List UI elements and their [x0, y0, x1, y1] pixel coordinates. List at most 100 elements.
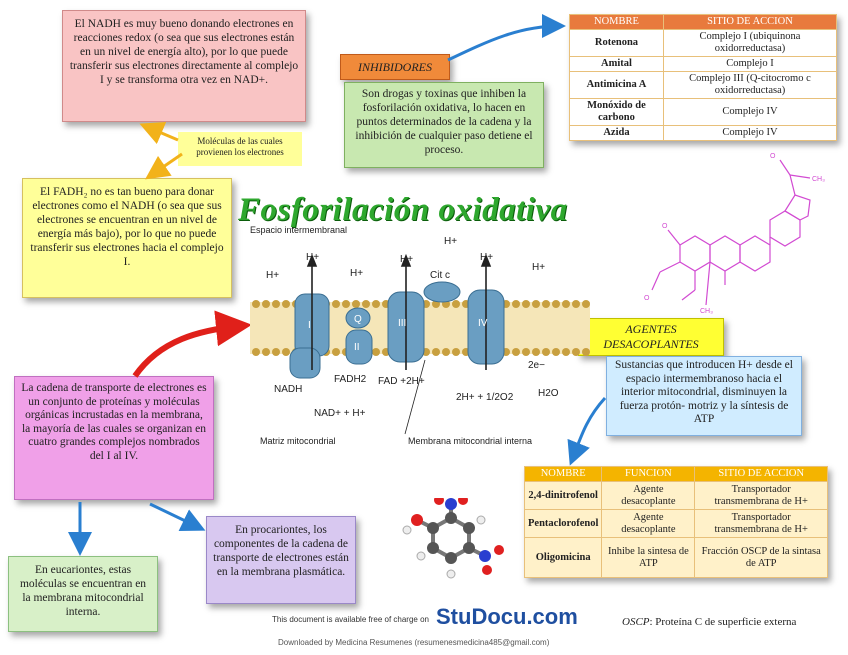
- svg-text:O: O: [770, 153, 776, 160]
- oscp-abbr: OSCP: [622, 616, 650, 628]
- uncoupler-site: Fracción OSCP de la sintasa de ATP: [694, 537, 828, 578]
- table-row: 2,4-dinitrofenol Agente desacoplante Tra…: [523, 481, 828, 510]
- uncoupler-function: Agente desacoplante: [601, 481, 696, 510]
- footer-downloaded-text: Downloaded by Medicina Resumenes (resume…: [278, 638, 550, 647]
- chain-info-text: La cadena de transporte de electrones es…: [21, 382, 207, 462]
- hplus-4: H+: [400, 254, 413, 265]
- membrane-label: Membrana mitocondrial interna: [408, 436, 532, 446]
- complex-ii-shape: [345, 329, 373, 365]
- footer-availability-text: This document is available free of charg…: [272, 615, 429, 624]
- inhibitor-name: Azida: [569, 125, 664, 141]
- svg-text:O: O: [644, 295, 650, 302]
- complex-iv-label: IV: [478, 318, 488, 329]
- complex-ii-label: II: [354, 342, 360, 353]
- inhibitors-header-site: SITIO DE ACCION: [662, 14, 838, 30]
- inhibitor-name: Amital: [569, 56, 664, 72]
- nad-label: NAD+ + H+: [314, 408, 366, 419]
- eukaryote-info-text: En eucariontes, estas moléculas se encue…: [19, 564, 147, 618]
- table-row: Antimicina A Complejo III (Q-citocromo c…: [569, 71, 838, 99]
- svg-text:CH₃: CH₃: [812, 176, 825, 183]
- nadh-label: NADH: [274, 384, 302, 395]
- matrix-label: Matriz mitocondrial: [260, 436, 336, 446]
- chain-info-box: La cadena de transporte de electrones es…: [14, 376, 214, 500]
- inhibitor-site: Complejo III (Q-citocromo c oxidorreduct…: [662, 71, 838, 99]
- dinitrophenol-molecule-illustration: [402, 498, 504, 579]
- svg-text:O: O: [662, 223, 668, 230]
- hplus-3: H+: [350, 268, 363, 279]
- uncouplers-header-function: FUNCION: [601, 466, 696, 482]
- cytochrome-c-shape: [423, 281, 461, 303]
- prokaryote-info-text: En procariontes, los componentes de la c…: [213, 524, 349, 578]
- footer-downloaded: Downloaded by Medicina Resumenes (resume…: [278, 638, 549, 647]
- inhibitors-desc-text: Son drogas y toxinas que inhiben la fosf…: [355, 88, 533, 156]
- inhibitor-name: Monóxido de carbono: [569, 98, 664, 126]
- hplus-7: H+: [532, 262, 545, 273]
- uncouplers-desc-box: Sustancias que introducen H+ desde el es…: [606, 356, 802, 436]
- footer-availability: This document is available free of charg…: [272, 615, 429, 624]
- uncouplers-desc-text: Sustancias que introducen H+ desde el es…: [615, 359, 793, 425]
- arrow-chain-to-diagram: [132, 310, 252, 378]
- uncouplers-header-name: NOMBRE: [523, 466, 603, 482]
- fad-label: FAD +2H+: [378, 376, 425, 387]
- inhibitors-table: NOMBRE SITIO DE ACCION Rotenona Complejo…: [569, 14, 838, 141]
- inhibitor-site: Complejo I: [662, 56, 838, 72]
- q-label: Q: [354, 314, 362, 325]
- complex-i-arm: [289, 347, 321, 379]
- magenta-molecule-illustration: O CH₃ O CH₃ O: [644, 153, 825, 315]
- ubiquinone-shape: [345, 307, 371, 329]
- uncouplers-table: NOMBRE FUNCION SITIO DE ACCION 2,4-dinit…: [523, 466, 828, 578]
- o2-label: 2H+ + 1/2O2: [456, 392, 514, 403]
- uncoupler-site: Transportador transmembrana de H+: [694, 481, 828, 510]
- oscp-note: OSCP: Proteína C de superficie externa: [622, 616, 796, 628]
- inhibitor-site: Complejo IV: [662, 98, 838, 126]
- studocu-logo[interactable]: StuDocu.com: [436, 604, 578, 630]
- hplus-6: H+: [480, 252, 493, 263]
- page-title: Fosforilación oxidativa: [238, 192, 568, 228]
- studocu-logo-text: StuDocu.com: [436, 604, 578, 629]
- inhibitors-desc-box: Son drogas y toxinas que inhiben la fosf…: [344, 82, 544, 168]
- h2o-label: H2O: [538, 388, 559, 399]
- fadh2-info-text: El FADH₂ no es tan bueno para donar elec…: [30, 186, 224, 268]
- fadh2-info-box: El FADH₂ no es tan bueno para donar elec…: [22, 178, 232, 298]
- uncouplers-label: AGENTES DESACOPLANTES: [578, 318, 724, 356]
- inhibitors-label: INHIBIDORES: [340, 54, 450, 80]
- uncoupler-name: Pentaclorofenol: [523, 509, 603, 538]
- table-row: Amital Complejo I: [569, 56, 838, 72]
- prokaryote-info-box: En procariontes, los componentes de la c…: [206, 516, 356, 604]
- inhibitor-site: Complejo I (ubiquinona oxidorreductasa): [662, 29, 838, 57]
- svg-text:CH₃: CH₃: [700, 308, 713, 315]
- table-row: Azida Complejo IV: [569, 125, 838, 141]
- hplus-5: H+: [444, 236, 457, 247]
- uncouplers-header-site: SITIO DE ACCION: [694, 466, 828, 482]
- inhibitors-header-name: NOMBRE: [569, 14, 664, 30]
- nadh-info-box: El NADH es muy bueno donando electrones …: [62, 10, 306, 122]
- table-row: Rotenona Complejo I (ubiquinona oxidorre…: [569, 29, 838, 57]
- table-row: Pentaclorofenol Agente desacoplante Tran…: [523, 509, 828, 538]
- cytc-label: Cit c: [430, 270, 450, 281]
- etc-diagram: I II III IV Q Cit c Espacio intermembran…: [250, 225, 590, 446]
- electron-source-text: Moléculas de las cuales provienen los el…: [196, 136, 284, 157]
- uncoupler-function: Agente desacoplante: [601, 509, 696, 538]
- hplus-2: H+: [306, 252, 319, 263]
- arrow-chain-to-prokaryote: [149, 502, 206, 532]
- arrow-inhibitors-to-table: [447, 14, 566, 62]
- uncoupler-function: Inhibe la sintesa de ATP: [601, 537, 696, 578]
- complex-iii-label: III: [398, 318, 406, 329]
- table-row: Oligomicina Inhibe la sintesa de ATP Fra…: [523, 537, 828, 578]
- table-row: Monóxido de carbono Complejo IV: [569, 98, 838, 126]
- inhibitor-site: Complejo IV: [662, 125, 838, 141]
- uncoupler-name: Oligomicina: [523, 537, 603, 578]
- electron-source-note: Moléculas de las cuales provienen los el…: [178, 132, 302, 166]
- uncouplers-label-text: AGENTES DESACOPLANTES: [603, 322, 699, 351]
- space-label: Espacio intermembranal: [250, 225, 347, 235]
- inhibitor-name: Antimicina A: [569, 71, 664, 99]
- oscp-def: : Proteína C de superficie externa: [649, 616, 797, 628]
- eukaryote-info-box: En eucariontes, estas moléculas se encue…: [8, 556, 158, 632]
- uncoupler-name: 2,4-dinitrofenol: [523, 481, 603, 510]
- inhibitors-label-text: INHIBIDORES: [358, 60, 432, 74]
- fadh2-label: FADH2: [334, 374, 367, 385]
- complex-i-label: I: [308, 320, 311, 331]
- arrow-note-to-nadh: [139, 121, 179, 145]
- uncoupler-site: Transportador transmembrana de H+: [694, 509, 828, 538]
- hplus-1: H+: [266, 270, 279, 281]
